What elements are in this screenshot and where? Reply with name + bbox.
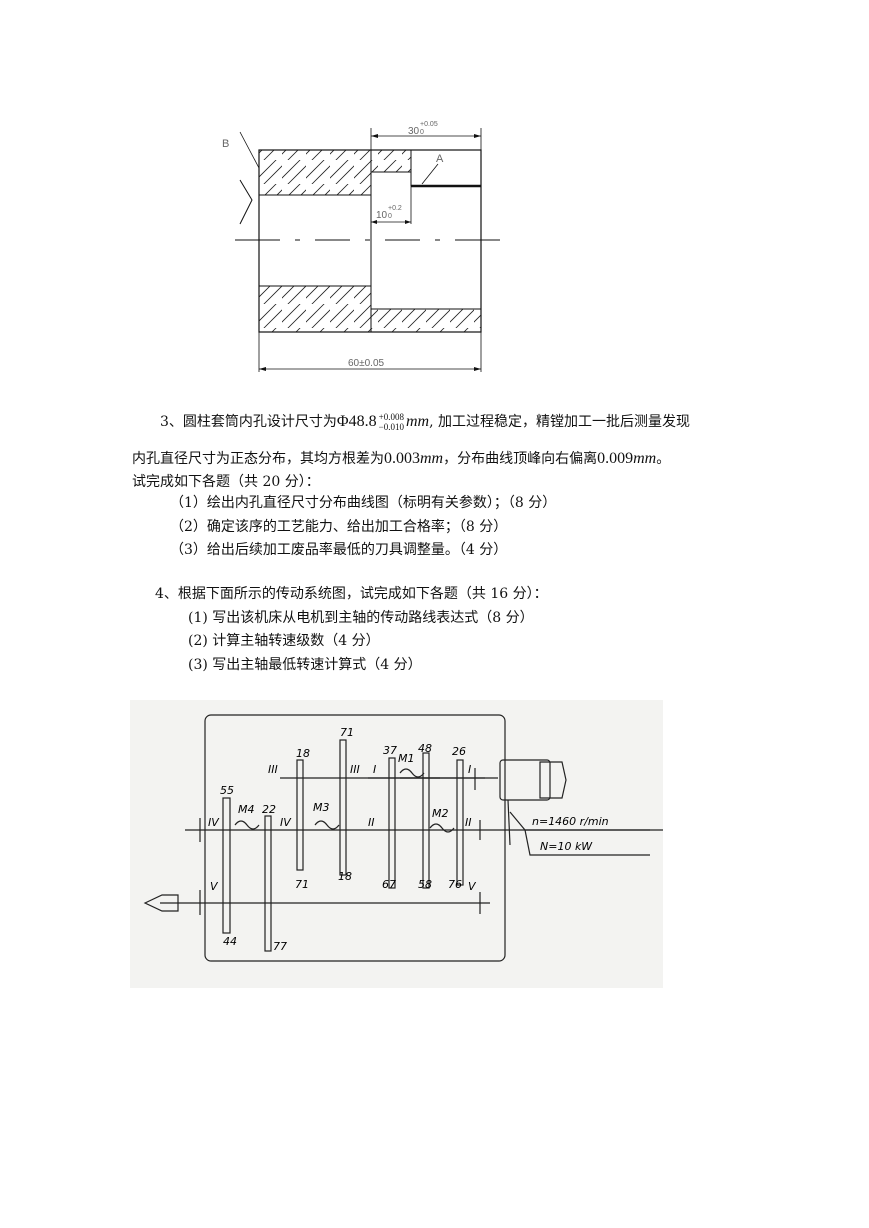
q3-unit: mm: [405, 413, 430, 430]
dim-10-base: 10: [376, 210, 388, 221]
transmission-system-diagram: 18 71 37 48 26 55 22 71 18 67 58 76 44 7…: [130, 700, 663, 988]
q3-line3: 试完成如下各题（共 20 分）：: [132, 474, 320, 490]
shaft-v-left: V: [210, 880, 219, 893]
dim-60: 60±0.05: [348, 358, 385, 369]
q3-line2-mid: ，分布曲线顶峰向右偏离: [443, 451, 598, 467]
gear-26: 26: [452, 745, 466, 758]
shaft-iv-right: IV: [280, 816, 292, 829]
q4-item-2: (2) 计算主轴转速级数（4 分）: [188, 633, 380, 649]
gear-22: 22: [262, 803, 276, 816]
q3-line1-prefix: 3、圆柱套筒内孔设计尺寸为: [160, 414, 337, 430]
dim-10-lower: 0: [388, 213, 392, 220]
q3-tol-upper: +0.008: [378, 412, 404, 422]
shaft-ii-left: II: [368, 816, 375, 829]
shaft-iii-right: III: [350, 763, 360, 776]
dim-10-upper: +0.2: [388, 205, 402, 212]
gear-67: 67: [382, 878, 396, 891]
gear-71-bottom: 71: [295, 878, 309, 891]
q3-item-2: （2）确定该序的工艺能力、给出加工合格率；（8 分）: [170, 519, 508, 535]
upper-wall-hatch-left: [258, 149, 372, 196]
shaft-v-right: V: [468, 880, 477, 893]
q3-tol-lower: −0.010: [378, 422, 404, 432]
sleeve-section-drawing: B A 30 +0.05 0 10 +0.2 0 60±0.05: [222, 121, 500, 372]
q3-line2-end: 。: [656, 451, 671, 467]
q3-item-1: （1）绘出内孔直径尺寸分布曲线图（标明有关参数）；（8 分）: [170, 495, 557, 511]
gear-48: 48: [418, 742, 432, 755]
shaft-i-right: I: [468, 763, 471, 776]
gear-44: 44: [223, 935, 237, 948]
label-b: B: [222, 138, 229, 150]
q4-title: 4、根据下面所示的传动系统图，试完成如下各题（共 16 分）：: [155, 586, 548, 602]
dim-30-upper: +0.05: [420, 121, 438, 128]
gear-55: 55: [220, 784, 234, 797]
q3-phi: Φ48.8: [336, 413, 377, 430]
gear-37: 37: [383, 744, 397, 757]
gear-76: 76: [448, 878, 462, 891]
clutch-m3: M3: [313, 801, 330, 814]
gear-71-top: 71: [340, 726, 354, 739]
q3-tolerance: +0.008−0.010: [379, 412, 404, 432]
lower-wall-hatch-right: [370, 308, 482, 333]
gear-58: 58: [418, 878, 432, 891]
shaft-i-left: I: [373, 763, 376, 776]
clutch-m2: M2: [432, 807, 449, 820]
q4-item-1: (1) 写出该机床从电机到主轴的传动路线表达式（8 分）: [188, 610, 534, 626]
dim-30-base: 30: [408, 126, 420, 137]
clutch-m4: M4: [238, 803, 255, 816]
upper-wall-hatch-right: [370, 149, 412, 173]
lower-wall-hatch-left: [258, 285, 372, 333]
dim-30-lower: 0: [420, 129, 424, 136]
clutch-m1: M1: [398, 752, 415, 765]
q3-line2-prefix: 内孔直径尺寸为正态分布，其均方根差为: [132, 451, 384, 467]
label-a: A: [436, 153, 444, 165]
q3-offset-unit: mm: [633, 450, 657, 467]
gear-77: 77: [273, 940, 287, 953]
gear-18-bottom: 18: [338, 870, 352, 883]
q3-offset: 0.009: [597, 450, 634, 467]
q3-sigma: 0.003: [384, 450, 420, 467]
q4-item-3: (3) 写出主轴最低转速计算式（4 分）: [188, 657, 422, 673]
shaft-iv-left: IV: [208, 816, 220, 829]
q3-line2: 内孔直径尺寸为正态分布，其均方根差为0.003mm，分布曲线顶峰向右偏离0.00…: [132, 449, 670, 469]
q3-line1-suffix: , 加工过程稳定，精镗加工一批后测量发现: [429, 414, 690, 430]
shaft-ii-right: II: [465, 816, 472, 829]
shaft-iii-left: III: [268, 763, 278, 776]
motor-power: N=10 kW: [540, 840, 593, 853]
gear-18-top: 18: [296, 747, 310, 760]
q3-sigma-unit: mm: [420, 450, 444, 467]
motor-speed: n=1460 r/min: [532, 815, 609, 828]
q3-item-3: （3）给出后续加工废品率最低的刀具调整量。（4 分）: [170, 542, 508, 558]
